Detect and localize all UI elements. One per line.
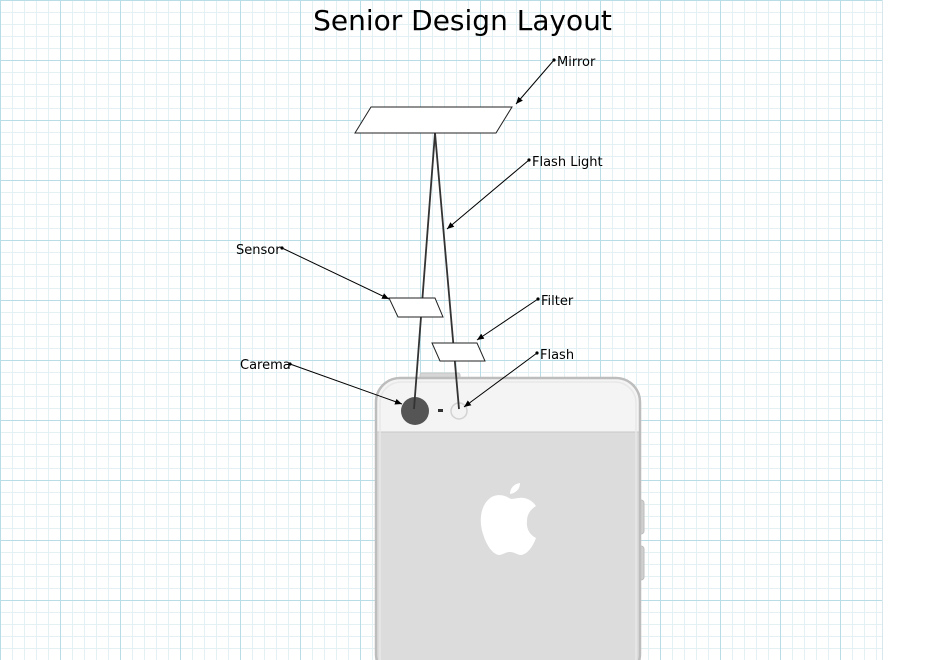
camera-lens [401,397,429,425]
light-paths [413,132,460,410]
phone-illustration [374,372,645,660]
camera-label: Carema [240,358,291,373]
mirror-callout-line [515,58,556,105]
flash-callout-line [463,351,539,408]
flash-label: Flash [540,348,574,363]
filter-label: Filter [541,294,574,309]
filter-shape [431,342,486,362]
sensor-label: Sensor [236,243,281,258]
mirror-shape [354,106,513,134]
flash-light-label: Flash Light [532,155,603,170]
phone-mic [438,409,443,412]
sensor-shape [388,297,444,318]
page-title: Senior Design Layout [313,4,612,37]
flash-light-callout-line [446,158,531,230]
filter-callout-line [476,297,540,341]
camera-light-path [413,132,436,410]
flash-light-path [434,132,460,410]
optical-components [354,106,513,362]
callout-lines [280,58,556,408]
sensor-callout-line [280,246,390,300]
mirror-label: Mirror [557,55,596,70]
apple-logo-icon [480,483,536,555]
callout-labels: Mirror Flash Light Sensor Filter Flash C… [236,55,603,373]
camera-callout-line [288,362,403,405]
